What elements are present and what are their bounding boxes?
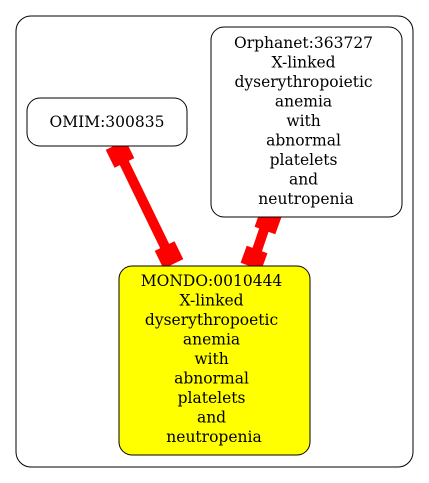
node-omim-label: OMIM:300835 <box>50 113 165 131</box>
node-omim-box <box>26 97 188 147</box>
node-mondo-line: X-linked <box>179 292 243 310</box>
node-orphanet-line: Orphanet:363727 <box>234 34 373 52</box>
node-orphanet-box <box>210 26 403 218</box>
node-mondo-line: and <box>197 409 226 427</box>
node-mondo-line: with <box>194 350 228 368</box>
node-orphanet-line: abnormal <box>266 132 341 150</box>
node-mondo-line: anemia <box>183 331 240 349</box>
node-orphanet-line: and <box>289 171 318 189</box>
node-orphanet-line: dyserythropoietic <box>234 73 372 91</box>
edge-omim-mondo-arrowhead-start <box>105 140 135 168</box>
edge-omim-mondo <box>105 140 184 269</box>
node-mondo-line: abnormal <box>174 370 249 388</box>
node-orphanet-line: platelets <box>270 151 338 169</box>
edge-omim-mondo-line <box>113 147 175 260</box>
node-mondo-label: MONDO:0010444 X-linked dyserythropoetic … <box>141 272 287 446</box>
node-orphanet-line: anemia <box>275 93 332 111</box>
node-mondo-box <box>118 265 311 456</box>
node-mondo-line: dyserythropoetic <box>145 311 278 329</box>
node-mondo-line: platelets <box>178 389 246 407</box>
node-orphanet-line: neutropenia <box>258 190 353 208</box>
node-mondo-line: MONDO:0010444 <box>141 272 283 290</box>
node-orphanet-line: X-linked <box>271 54 335 72</box>
node-mondo[interactable]: MONDO:0010444 X-linked dyserythropoetic … <box>118 265 311 456</box>
edge-omim-mondo-arrowhead-end <box>154 241 184 269</box>
node-orphanet-line: with <box>286 112 320 130</box>
node-omim-line: OMIM:300835 <box>50 113 165 131</box>
node-orphanet[interactable]: Orphanet:363727 X-linked dyserythropoiet… <box>210 26 403 218</box>
node-omim[interactable]: OMIM:300835 <box>26 97 188 147</box>
node-orphanet-label: Orphanet:363727 X-linked dyserythropoiet… <box>234 34 378 208</box>
edge-orphanet-mondo-arrowhead-end <box>240 245 268 271</box>
node-mondo-line: neutropenia <box>166 428 261 446</box>
